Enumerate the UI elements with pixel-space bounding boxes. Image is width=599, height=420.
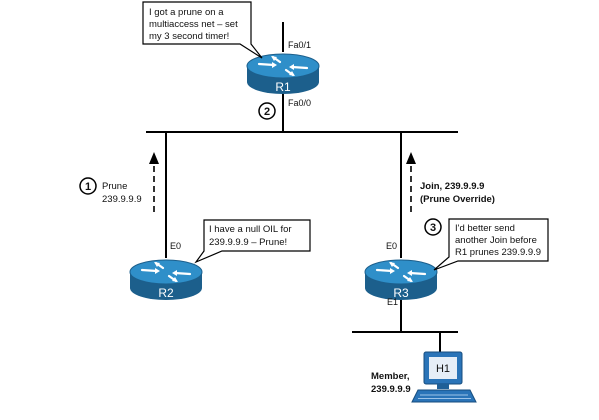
callout-r3-line-2: another Join before [455,235,537,246]
r2-interface-e0: E0 [170,241,181,251]
join-arrow [406,152,416,212]
callout-r1-line-2: multiaccess net – set [149,19,238,30]
callout-r2: I have a null OIL for 239.9.9.9 – Prune! [194,219,311,264]
callout-r1: I got a prune on a multiaccess net – set… [142,1,263,59]
step-2-marker: 2 [258,102,276,120]
prune-arrow [149,152,159,212]
step-1-label-line-1: Prune [102,181,127,192]
host-caption-line-1: Member, [371,371,410,382]
callout-r3-line-3: R1 prunes 239.9.9.9 [455,247,541,258]
router-r3: R3 [363,258,439,302]
step-3-label-line-1: Join, 239.9.9.9 [420,181,484,192]
callout-r2-line-2: 239.9.9.9 – Prune! [209,237,287,248]
callout-r1-line-1: I got a prune on a [149,7,224,18]
step-2-number: 2 [264,106,270,118]
step-3-number: 3 [430,222,436,234]
router-r3-label: R3 [393,286,409,300]
r3-interface-e1: E1 [387,297,398,307]
step-1-label-line-2: 239.9.9.9 [102,194,142,205]
host-caption-line-2: 239.9.9.9 [371,384,411,395]
callout-r3: I'd better send another Join before R1 p… [433,218,549,271]
callout-r1-line-3: my 3 second timer! [149,31,229,42]
router-r2-label: R2 [158,286,174,300]
step-3-marker: 3 [424,218,442,236]
workstation-icon [411,351,477,403]
r3-interface-e0: E0 [386,241,397,251]
router-r2: R2 [128,258,204,302]
r1-interface-fa00: Fa0/0 [288,98,311,108]
step-1-number: 1 [85,181,91,193]
router-r1-label: R1 [275,80,291,94]
router-r1: R1 [245,52,321,96]
host-h1-label: H1 [436,363,450,375]
r1-interface-fa01: Fa0/1 [288,40,311,50]
host-h1: H1 [411,351,477,403]
callout-r2-line-1: I have a null OIL for [209,224,292,235]
step-1-marker: 1 [79,177,97,195]
step-3-label-line-2: (Prune Override) [420,194,495,205]
callout-r3-line-1: I'd better send [455,223,515,234]
